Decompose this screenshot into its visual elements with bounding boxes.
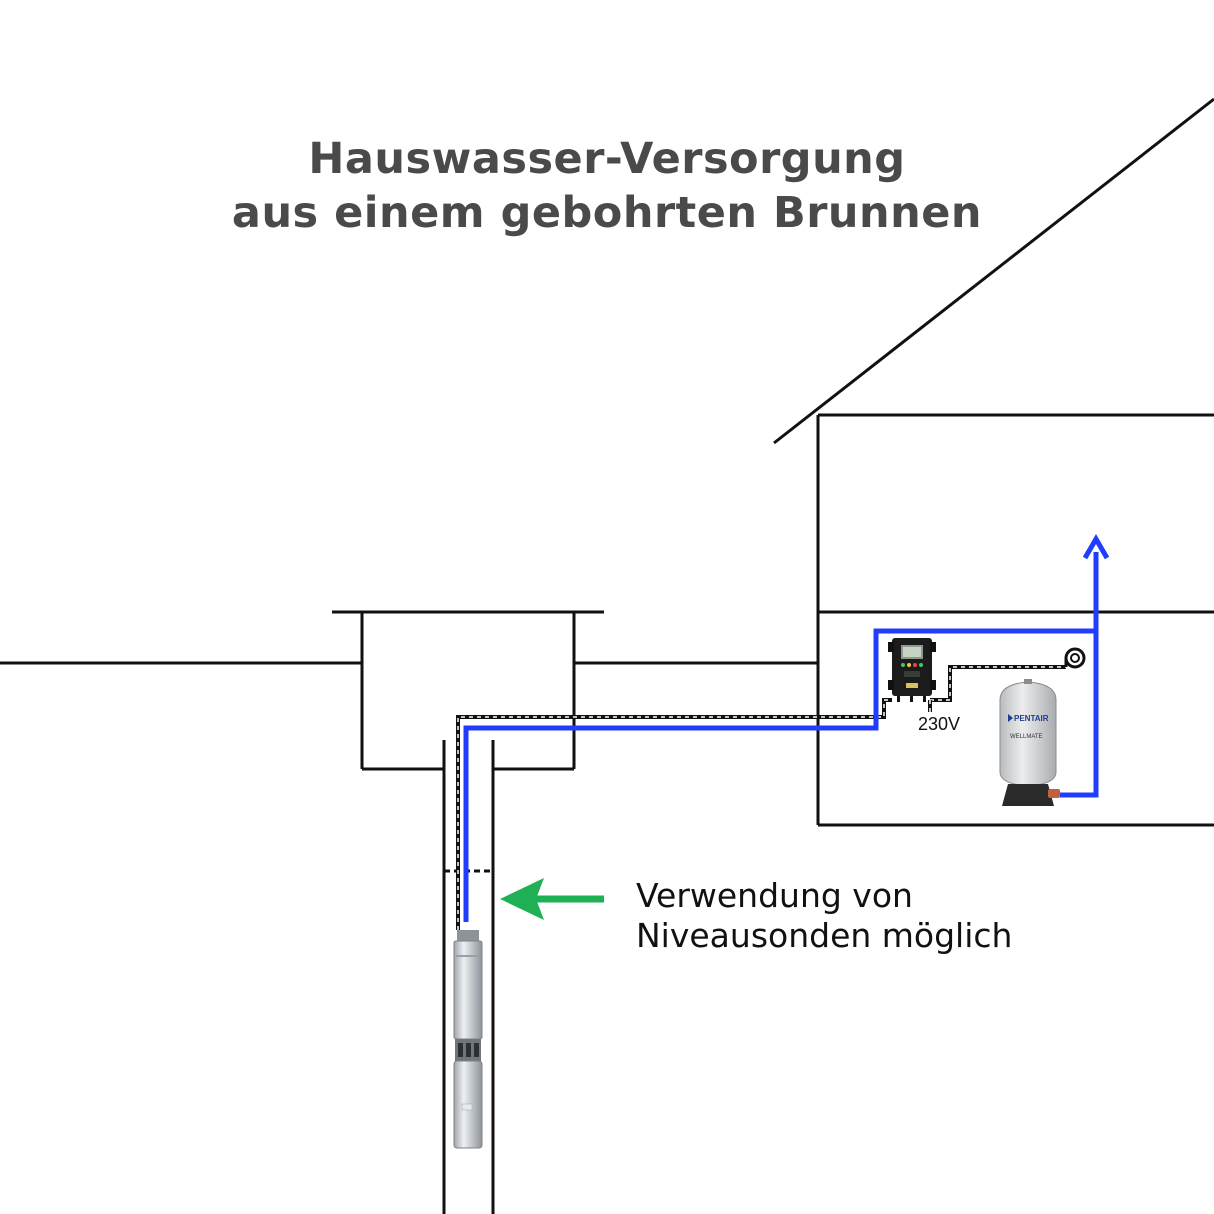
annotation-line-2: Niveausonden möglich: [636, 916, 1013, 955]
pressure-tank: PENTAIR WELLMATE: [999, 679, 1060, 806]
water-pipe: [463, 552, 1099, 922]
arrow-left-icon: [500, 878, 604, 920]
tank-model: WELLMATE: [1010, 734, 1043, 740]
well-borehole: [442, 740, 495, 1214]
voltage-label: 230V: [918, 714, 960, 734]
arrow-up-icon: [1082, 534, 1110, 560]
tank-brand: PENTAIR: [1014, 714, 1049, 723]
title-line-2: aus einem gebohrten Brunnen: [231, 188, 983, 238]
house-outline: [773, 97, 1214, 827]
pressure-switch-icon: [1064, 647, 1086, 669]
submersible-pump: [453, 930, 483, 1149]
pump-controller: [888, 638, 936, 702]
annotation-line-1: Verwendung von: [636, 876, 913, 915]
well-pit: [332, 610, 604, 771]
title-line-1: Hauswasser-Versorgung: [308, 134, 906, 184]
pentair-chevron-icon: [1008, 714, 1013, 722]
pump-cable: [456, 665, 1066, 930]
